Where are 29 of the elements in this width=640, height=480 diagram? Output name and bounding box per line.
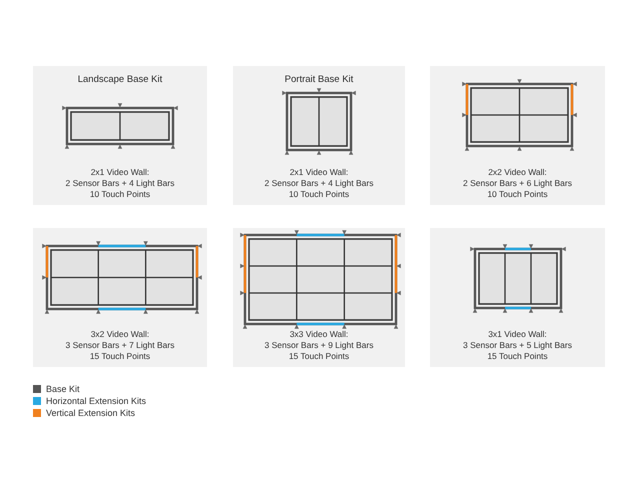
caption-text: 2x1 Video Wall:	[90, 167, 150, 178]
panel-title: Landscape Base Kit	[78, 74, 162, 85]
kit-panel	[33, 66, 207, 205]
caption-text: 3 Sensor Bars + 9 Light Bars	[264, 340, 374, 351]
legend-label: Base Kit	[46, 383, 80, 395]
kit-panel	[233, 66, 405, 205]
caption-text: 2x1 Video Wall:	[290, 167, 348, 178]
caption-text: 10 Touch Points	[90, 189, 150, 200]
caption-text: 15 Touch Points	[90, 351, 150, 362]
kit-panel	[430, 66, 605, 205]
caption-text: 2x2 Video Wall:	[488, 167, 547, 178]
legend-label: Vertical Extension Kits	[46, 407, 136, 419]
caption-text: 3x2 Video Wall:	[90, 329, 150, 340]
caption-text: 2 Sensor Bars + 4 Light Bars	[264, 178, 374, 189]
caption-text: 3 Sensor Bars + 7 Light Bars	[66, 340, 174, 351]
kit-panel	[430, 228, 605, 367]
caption-text: 3x3 Video Wall:	[290, 329, 348, 340]
caption-text: 15 Touch Points	[288, 351, 350, 362]
panel-title: Portrait Base Kit	[284, 74, 354, 85]
caption-text: 2 Sensor Bars + 4 Light Bars	[66, 178, 174, 189]
caption-text: 2 Sensor Bars + 6 Light Bars	[463, 178, 572, 189]
caption-text: 3 Sensor Bars + 5 Light Bars	[463, 340, 572, 351]
caption-text: 10 Touch Points	[288, 189, 350, 200]
caption-text: 10 Touch Points	[487, 189, 548, 200]
legend-label: Horizontal Extension Kits	[46, 395, 146, 407]
caption-text: 15 Touch Points	[487, 351, 548, 362]
kit-panel	[33, 228, 207, 367]
caption-text: 3x1 Video Wall:	[488, 329, 547, 340]
kit-panel	[233, 228, 405, 367]
